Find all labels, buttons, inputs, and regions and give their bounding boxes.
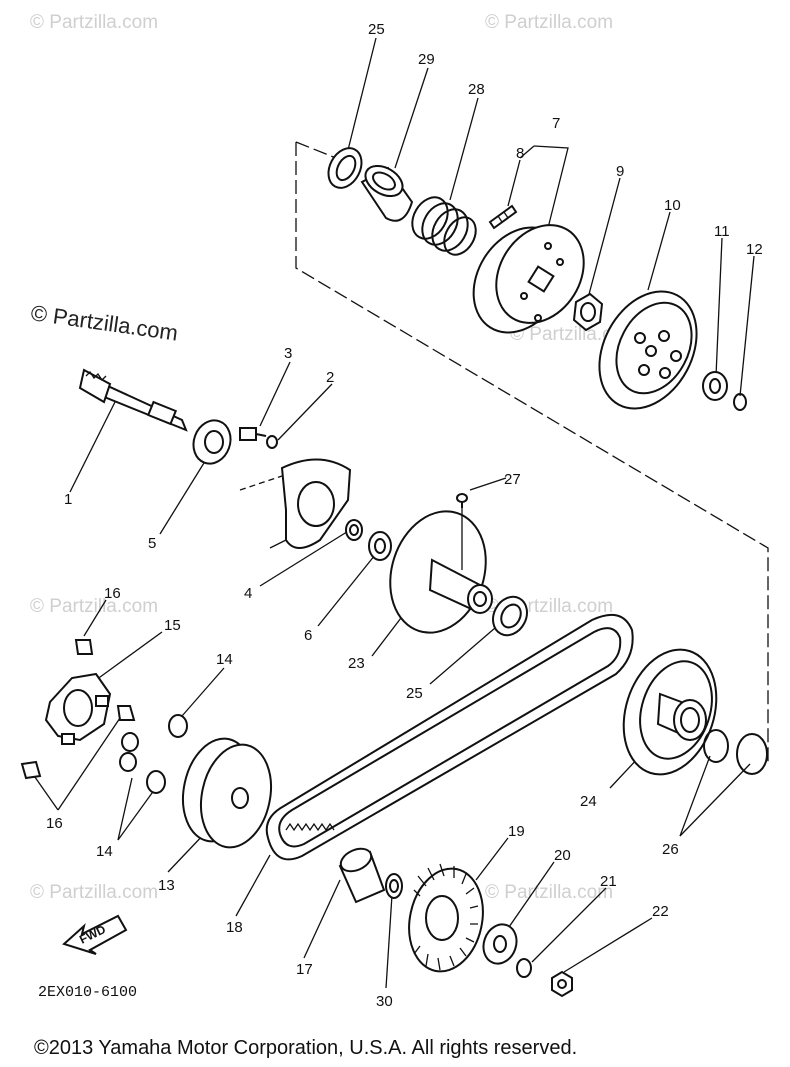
fwd-arrow-icon: FWD [62,914,128,955]
leader-lines [29,37,755,989]
callout-10: 10 [664,197,681,214]
callout-4: 4 [244,585,252,602]
callout-12: 12 [746,241,763,258]
callout-20: 20 [554,847,571,864]
callout-16-top: 16 [104,585,121,602]
callout-30: 30 [376,993,393,1010]
part-26-o-ring [736,733,768,775]
callout-7: 7 [552,115,560,132]
part-3-bolt [239,427,267,441]
part-23-fixed-sheave [389,508,493,634]
part-16-slider [20,639,136,780]
part-14-weight-rollers [119,714,188,794]
callout-28: 28 [468,81,485,98]
callout-22: 22 [652,903,669,920]
watermark-text: © Partzilla.com [30,596,158,617]
cover-plate [239,458,352,549]
callout-25: 25 [368,21,385,38]
part-29-sleeve [360,164,414,222]
callout-9: 9 [616,163,624,180]
callout-2: 2 [326,369,334,386]
callout-13: 13 [158,877,175,894]
part-18-v-belt [265,613,634,861]
callout-3: 3 [284,345,292,362]
part-7-clutch-carrier [472,224,585,334]
callout-18: 18 [226,919,243,936]
part-22-nut [551,970,573,998]
part-25-oil-seal [327,147,363,189]
callout-5: 5 [148,535,156,552]
callout-26: 26 [662,841,679,858]
part-26-o-ring [703,729,729,763]
watermarks: © Partzilla.com © Partzilla.com © Partzi… [29,12,638,903]
callout-8: 8 [516,145,524,162]
callout-23: 23 [348,655,365,672]
watermark-text: © Partzilla.com [30,12,158,33]
watermark-text: © Partzilla.com [30,882,158,903]
callout-11: 11 [714,223,730,240]
callout-21: 21 [600,873,617,890]
part-10-clutch-housing [598,290,698,410]
part-6-bearing [368,531,392,561]
copyright-notice: ©2013 Yamaha Motor Corporation, U.S.A. A… [34,1037,577,1059]
callout-1: 1 [64,491,72,508]
part-8-pin [488,204,518,230]
callout-24: 24 [580,793,597,810]
part-5-bearing [192,419,232,465]
callout-19: 19 [508,823,525,840]
callout-17: 17 [296,961,313,978]
callout-29: 29 [418,51,435,68]
part-15-cam-plate [44,672,112,745]
part-20-plate [482,923,518,965]
subassembly-outline [295,141,769,766]
part-19-fan-plate [408,863,484,973]
watermark-text: © Partzilla.com [485,12,613,33]
part-28-spring [411,196,477,256]
part-17-collar [338,847,386,904]
callout-27: 27 [504,471,521,488]
part-21-washer [516,958,532,978]
part-12-washer [733,393,747,411]
callout-25-lower: 25 [406,685,423,702]
watermark-text-dark: © Partzilla.com [29,300,179,345]
part-30-washer [385,873,403,899]
part-11-nut [702,371,728,401]
part-2-washer [266,435,278,449]
callout-14-top: 14 [216,651,233,668]
diagram-code: 2EX010-6100 [38,984,137,1001]
callout-labels: 25 29 28 7 8 9 10 11 12 3 2 1 5 27 4 6 2… [46,21,763,1010]
part-1-primary-shaft [78,368,188,432]
watermark-text: © Partzilla.com [485,882,613,903]
part-9-nut [572,292,604,332]
callout-6: 6 [304,627,312,644]
callout-14-bottom: 14 [96,843,113,860]
part-4-collar [345,519,363,541]
part-25-oil-seal-lower [492,595,528,637]
callout-16-bottom: 16 [46,815,63,832]
part-24-secondary-sheave [622,648,718,776]
callout-15: 15 [164,617,181,634]
part-13-movable-sheave [182,737,272,849]
part-27-plug [456,493,468,508]
